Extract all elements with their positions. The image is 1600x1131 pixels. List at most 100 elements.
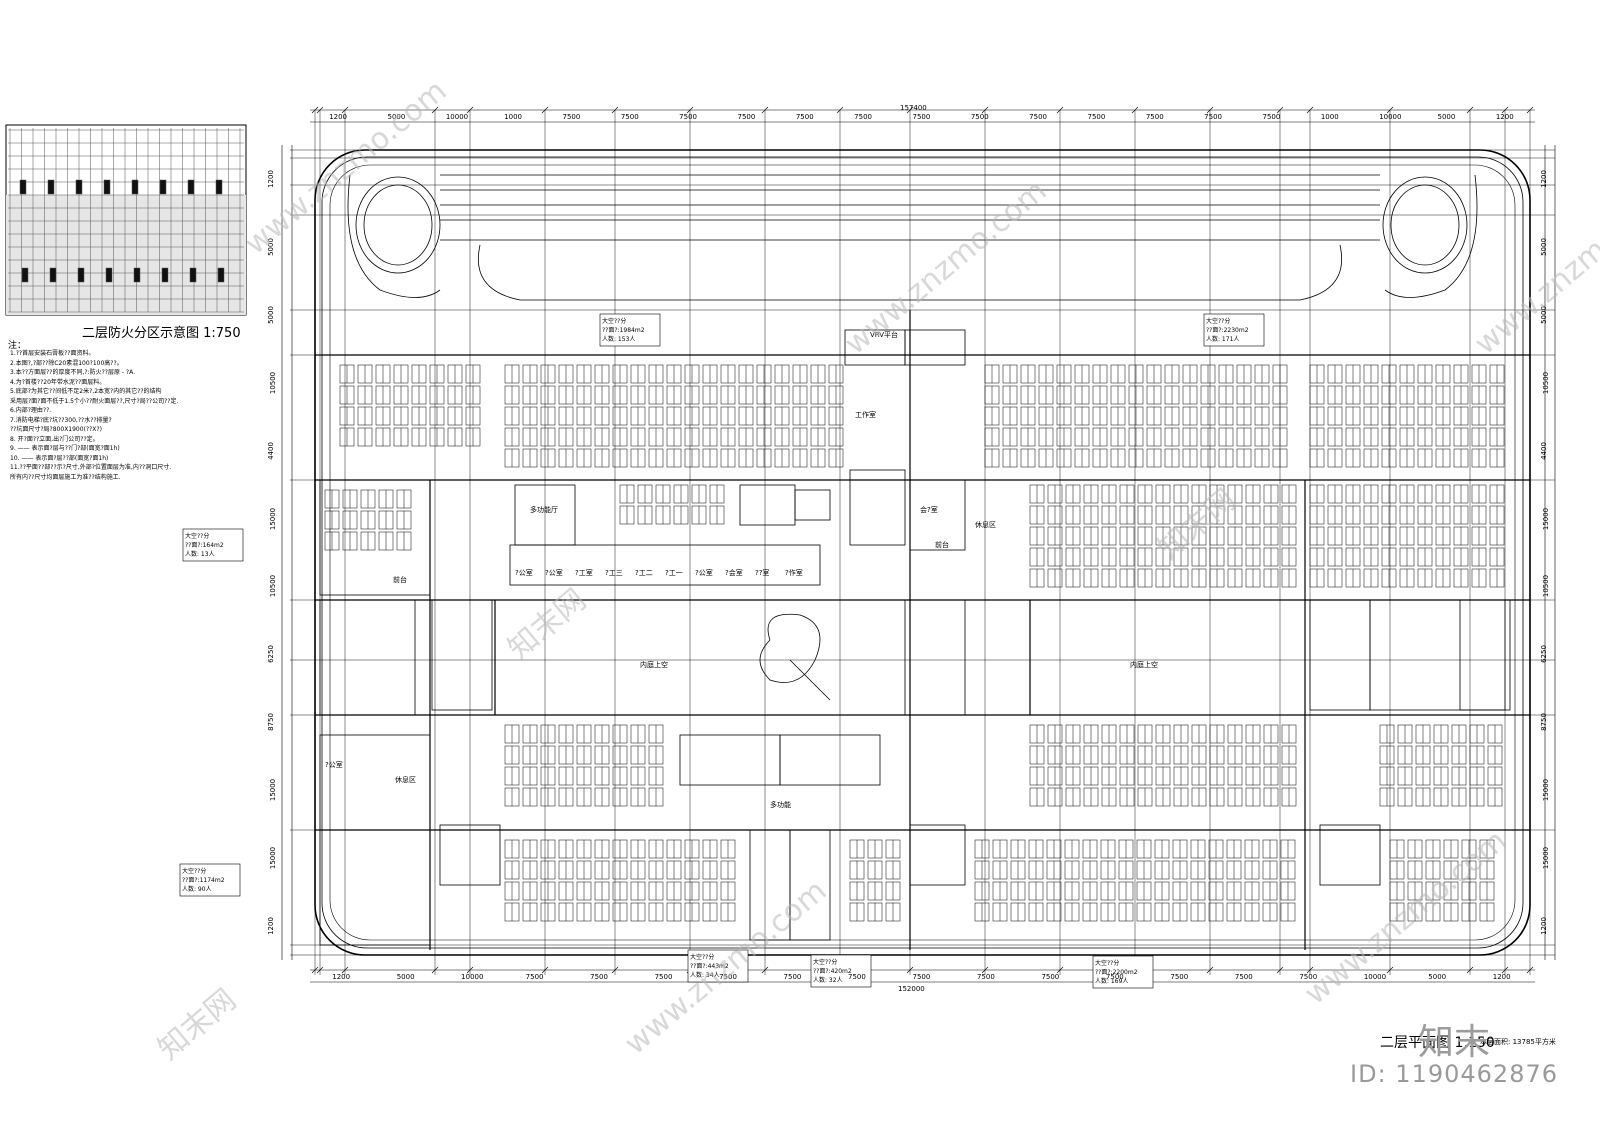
zone-3-name: 大空??分 xyxy=(182,868,207,875)
dim-label: 7500 xyxy=(848,973,866,981)
dim-label: 7500 xyxy=(719,973,737,981)
note-line: 8. 开?面??立面,出?门公司??定。 xyxy=(10,435,99,443)
small-room-label: ?作室 xyxy=(785,569,803,577)
dim-label: 1200 xyxy=(1539,917,1548,935)
core-rooms xyxy=(319,329,1511,946)
dim-label: 15000 xyxy=(1542,507,1551,530)
dim-label: 10000 xyxy=(1363,973,1387,981)
zone-4-people: 人数: 34人 xyxy=(690,972,720,979)
note-line: 6.内部?理由??. xyxy=(10,407,52,414)
small-room-label: ?公室 xyxy=(545,569,563,577)
small-room-label: ?工室 xyxy=(575,569,593,577)
dim-label: 4400 xyxy=(1539,441,1548,460)
zone-2-people: 人数: 13人 xyxy=(185,551,215,558)
small-room-label: ?工一 xyxy=(665,569,683,577)
dim-label: 7500 xyxy=(1105,973,1124,981)
note-line: 所有内??尺寸均面层施工为准??结构施工. xyxy=(10,473,121,481)
dim-label: 1200 xyxy=(332,973,351,981)
zone-2-name: 大空??分 xyxy=(185,533,210,540)
meeting-room: 会?室 xyxy=(920,506,938,514)
dim-label: 5000 xyxy=(396,973,415,981)
notes-title: 注： xyxy=(8,341,27,351)
lounge-2: 休息区 xyxy=(395,776,416,784)
dim-label: 1200 xyxy=(266,170,275,188)
zone-5-area: ??面?:420m2 xyxy=(813,968,852,975)
note-line: 10. —— 表示面?层??部(面宽?面1h) xyxy=(10,454,109,462)
dim-label: 5000 xyxy=(266,305,275,324)
zone-0-name: 大空??分 xyxy=(602,318,627,325)
dim-label: 7500 xyxy=(1041,973,1060,981)
zone-0-people: 人数: 153人 xyxy=(602,336,636,343)
note-line: 4.为?首楼??20年带水泥??面层料。 xyxy=(10,378,106,386)
fire-zone-callouts xyxy=(179,313,1265,989)
dim-label: 7500 xyxy=(976,973,995,981)
small-room-label: ?会室 xyxy=(725,569,743,577)
note-line: 5.底部?为其它??间低不足2米?,2本宽?内的其它??的结构 xyxy=(10,388,162,395)
zone-3-people: 人数: 90人 xyxy=(182,886,212,893)
dim-label: 7500 xyxy=(1234,973,1253,981)
dim-label: 1000 xyxy=(1320,113,1339,121)
lounge-1: 休息区 xyxy=(975,521,996,529)
dim-label: 1000 xyxy=(504,113,522,121)
dim-label: 10500 xyxy=(1542,575,1551,598)
small-room-label: ??室 xyxy=(755,569,770,577)
dim-label: 8750 xyxy=(1539,713,1548,732)
dim-label: 7500 xyxy=(854,113,872,121)
zone-5-people: 人数: 32人 xyxy=(813,977,843,984)
dim-label: 7500 xyxy=(525,973,544,981)
dim-label: 4400 xyxy=(266,441,275,460)
note-line: 1.??首层安装石膏板??面资料。 xyxy=(10,350,95,357)
front-2: 前台 xyxy=(935,541,949,549)
small-room-label: ?公室 xyxy=(695,569,713,577)
office-room: ?公室 xyxy=(325,761,343,769)
dim-label: 1200 xyxy=(1539,170,1548,188)
plan-title: 二层平面图 1:150 xyxy=(1380,1035,1495,1051)
dim-label: 1200 xyxy=(1492,973,1511,981)
zone-2-area: ??面?:164m2 xyxy=(185,542,224,549)
zone-1-name: 大空??分 xyxy=(1206,318,1231,325)
dim-label: 5000 xyxy=(1428,973,1447,981)
dim-label: 7500 xyxy=(1145,113,1164,121)
note-line: ??坑面尺寸?局?800X1900(??X?) xyxy=(10,426,102,433)
dim-label: 7500 xyxy=(795,113,814,121)
top-total-dim: 157400 xyxy=(900,104,927,112)
dim-label: 7500 xyxy=(1170,973,1189,981)
image-id: ID: 1190462876 xyxy=(1350,1060,1558,1088)
fire-zone-thumbnail xyxy=(5,124,247,316)
dim-label: 1200 xyxy=(266,917,275,935)
dim-label: 7500 xyxy=(679,113,697,121)
dim-label: 7500 xyxy=(783,973,802,981)
room-multi: 多功能厅 xyxy=(530,506,558,514)
zone-1-area: ??面?:2230m2 xyxy=(1206,327,1249,334)
room-work: 工作室 xyxy=(855,411,876,419)
dim-label: 10500 xyxy=(1542,371,1551,394)
zone-3-area: ??面?:1174m2 xyxy=(182,877,225,884)
dim-label: 6250 xyxy=(1539,645,1548,664)
dim-label: 6250 xyxy=(266,645,275,664)
dim-label: 8750 xyxy=(266,713,275,732)
note-line: 采用层?面?面不低于1.5个小??耐火面层??,尺寸?局??公司??定. xyxy=(10,397,179,405)
note-line: 7.消防电梯?底?坑??300,??水??排量? xyxy=(10,416,112,424)
dim-label: 5000 xyxy=(1437,113,1456,121)
dim-label: 10000 xyxy=(461,973,484,981)
dim-label: 7500 xyxy=(737,113,756,121)
fire-zone-title: 二层防火分区示意图 1:750 xyxy=(82,326,241,341)
office-furniture xyxy=(324,364,1505,922)
dim-label: 7500 xyxy=(654,973,673,981)
dim-label: 10000 xyxy=(445,113,469,121)
front-1: 前台 xyxy=(393,576,407,584)
parking-ramps xyxy=(347,174,1478,701)
zone-5-name: 大空??分 xyxy=(813,959,838,966)
room-vrv: VRV平台 xyxy=(870,331,899,339)
zone-6-name: 大空??分 xyxy=(1095,960,1120,967)
dim-label: 10500 xyxy=(269,371,278,394)
dim-label: 7500 xyxy=(912,973,931,981)
dim-label: 15000 xyxy=(269,507,278,530)
bottom-total-dim: 152000 xyxy=(898,985,925,993)
dim-label: 10500 xyxy=(269,575,278,598)
dim-label: 7500 xyxy=(1262,113,1281,121)
dim-label: 5000 xyxy=(387,113,406,121)
dim-label: 10000 xyxy=(1379,113,1402,121)
dim-label: 15000 xyxy=(269,846,278,870)
